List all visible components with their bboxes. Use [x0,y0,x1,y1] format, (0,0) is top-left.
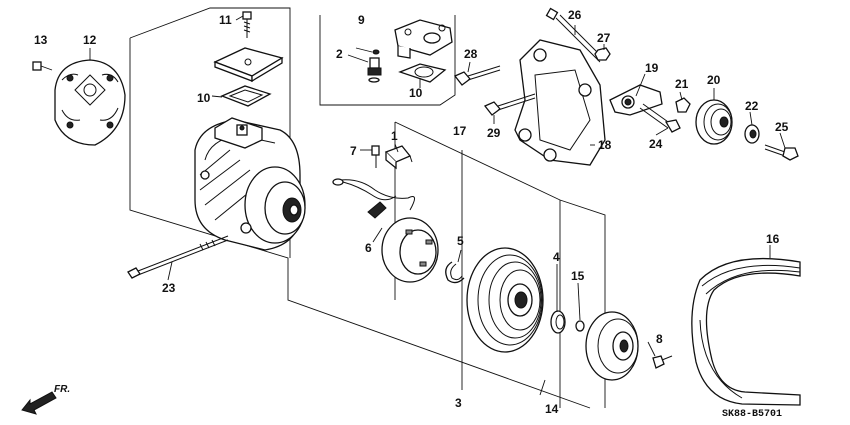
rear-cover-part [54,59,126,146]
callout-6: 6 [365,241,372,255]
top-bolt-part [242,11,252,38]
callout-8: 8 [656,332,663,346]
valve-housing-part [394,19,453,59]
valve-gasket-part [398,63,447,83]
callout-11: 11 [219,13,232,27]
bolt-8-part [652,355,673,369]
stator-coil-part [339,179,439,283]
callout-23: 23 [162,281,176,295]
mounting-bracket-part [514,39,606,166]
long-bolt-part [127,235,229,279]
callout-9: 9 [358,13,365,27]
compressor-body-part [194,117,306,251]
callout-3: 3 [455,396,462,410]
assembly-outline-compressor [129,7,591,409]
callout-4: 4 [553,250,560,264]
callout-1: 1 [391,129,398,143]
nut-27-part [594,47,611,61]
callout-16: 16 [766,232,780,246]
gasket-part [220,85,272,107]
callout-29: 29 [487,126,501,140]
bolt-24-part [639,103,681,133]
nut-21-part [675,97,691,113]
callout-19: 19 [645,61,659,75]
washer-22-part [744,124,760,144]
callouts: 1 2 3 4 5 6 7 8 9 10 10 11 12 13 14 15 1… [34,8,789,416]
drive-belt-part [691,257,801,406]
callout-28: 28 [464,47,478,61]
callout-26: 26 [568,8,582,22]
callout-14: 14 [545,402,559,416]
bolt-29-part [483,93,536,116]
cover-plate-part [213,47,284,83]
idler-bracket-part [609,84,663,116]
relief-valve-part [367,49,382,83]
bolt-25-part [764,144,799,161]
diagram-code: SK88-B5701 [722,409,782,420]
callout-20: 20 [707,73,721,87]
snap-ring-5-part [445,261,465,284]
screw-7-part [371,145,380,168]
leader-lines [89,15,786,396]
armature-plate-part [585,311,639,381]
callout-15: 15 [571,269,585,283]
wire-harness-part [332,178,397,201]
snap-ring-4-part [550,310,566,334]
callout-10a: 10 [197,91,211,105]
direction-label: FR. [54,384,70,395]
callout-10b: 10 [409,86,423,100]
callout-2: 2 [336,47,343,61]
front-direction-arrow: FR. [21,384,70,415]
idler-pulley-part [695,99,733,145]
bolt-28-part [453,65,501,86]
callout-22: 22 [745,99,759,113]
callout-7: 7 [350,144,357,158]
callout-13: 13 [34,33,48,47]
callout-21: 21 [675,77,689,91]
callout-18: 18 [598,138,612,152]
callout-17: 17 [453,124,467,138]
cover-bolt-part [32,61,53,71]
callout-25: 25 [775,120,789,134]
shim-15-part [575,320,585,332]
callout-5: 5 [457,234,464,248]
callout-12: 12 [83,33,97,47]
connector-part [384,145,413,170]
callout-24: 24 [649,137,663,151]
callout-27: 27 [597,31,611,45]
assembly-outline-valve-kit [319,15,456,106]
clutch-pulley-part [466,247,544,353]
